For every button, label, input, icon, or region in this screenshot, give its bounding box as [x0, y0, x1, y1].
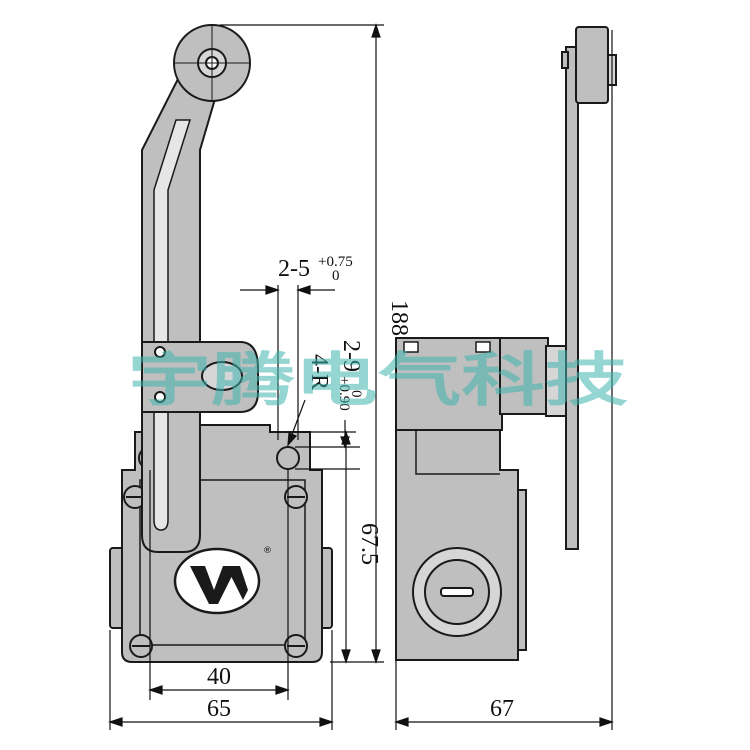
dim-slot-width-tol-lower: 0: [332, 268, 340, 284]
screw-bottom-right: [284, 634, 308, 658]
dim-hole-dia: 2-9: [338, 340, 364, 372]
dim-mount-height: 67.5: [356, 523, 382, 565]
dimension-lines: [108, 23, 614, 730]
screw-top-right: [284, 485, 308, 509]
dim-hole-dia-tol-upper: +0.90: [336, 376, 352, 411]
dim-slot-width: 2-5: [278, 256, 310, 282]
clamp-screw-upper: [154, 346, 166, 358]
mount-hole-right: [276, 446, 300, 470]
head-shaft: [499, 337, 549, 415]
dim-overall-height: 188: [386, 300, 412, 336]
dim-radius: 4-R: [306, 354, 332, 390]
lever-plate: [565, 46, 579, 550]
watermark: 宇腾电气科技: [128, 346, 628, 414]
dim-depth: 67: [490, 696, 514, 722]
dim-mount-width: 40: [207, 664, 231, 690]
registered-mark: ®: [263, 546, 272, 556]
dim-body-width: 65: [207, 696, 231, 722]
screw-bottom-left: [129, 634, 153, 658]
roller-side: [575, 26, 609, 104]
clamp-screw-lower: [154, 391, 166, 403]
head-block: [395, 337, 503, 431]
clamp-bolt: [201, 361, 243, 391]
dim-slot-width-tol-upper: +0.75: [318, 254, 353, 270]
lever-clamp: [141, 341, 259, 413]
cable-gland-slot: [440, 587, 474, 597]
brand-logo: ®: [173, 546, 272, 615]
side-view: [395, 26, 617, 661]
front-view: [109, 24, 333, 663]
lever-slot: [153, 119, 192, 531]
dim-hole-dia-tol-lower: 0: [348, 390, 364, 398]
